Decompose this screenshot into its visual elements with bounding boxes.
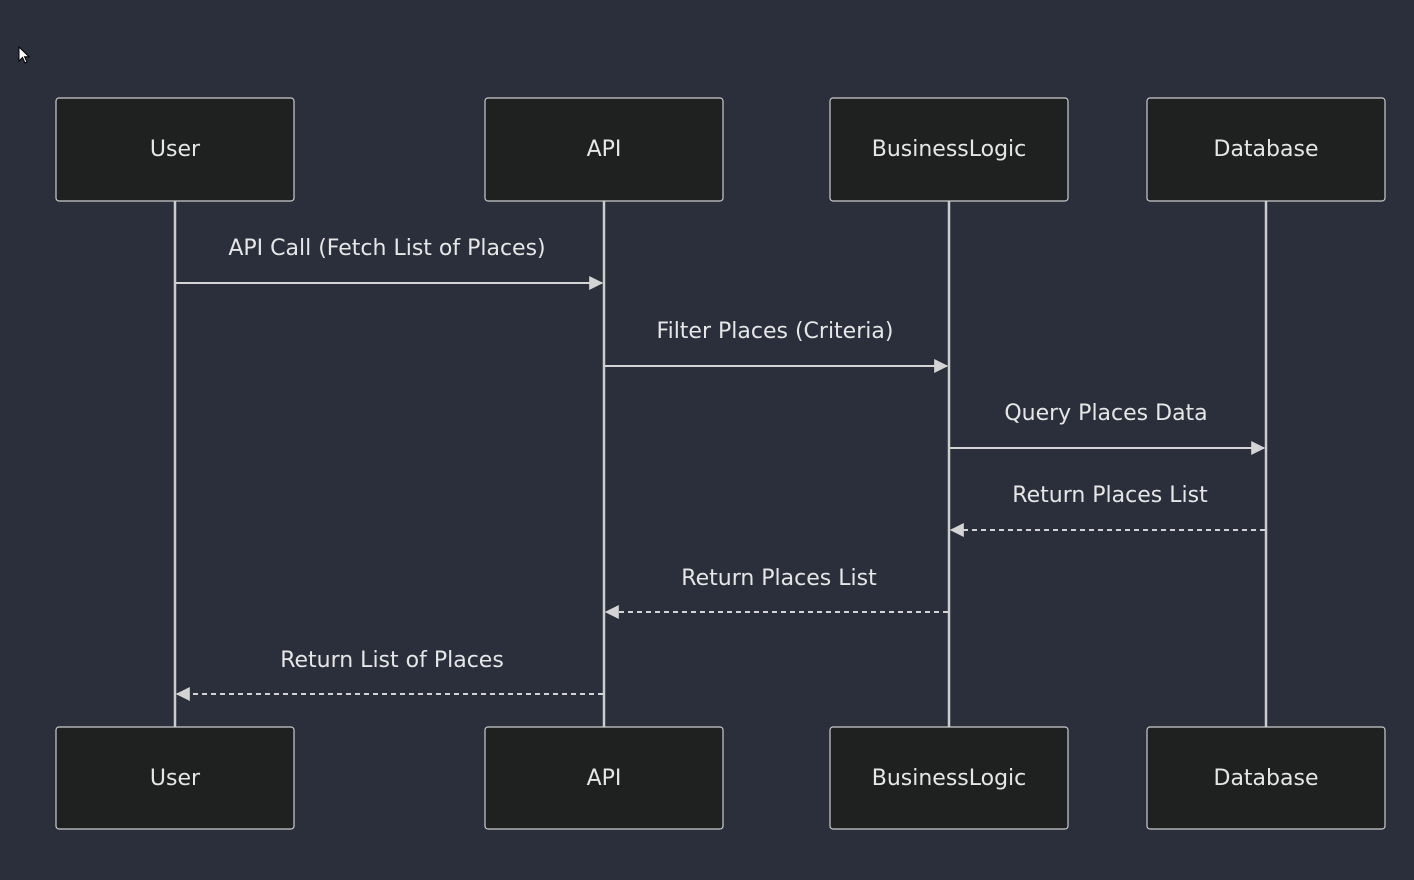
actor-bottom-businesslogic: BusinessLogic — [829, 726, 1069, 830]
actor-top-businesslogic: BusinessLogic — [829, 97, 1069, 202]
actor-top-user: User — [55, 97, 295, 202]
actor-label: Database — [1214, 137, 1319, 162]
message-label: Return Places List — [1012, 483, 1208, 508]
actor-bottom-database: Database — [1146, 726, 1386, 830]
actor-label: Database — [1214, 766, 1319, 791]
actor-top-database: Database — [1146, 97, 1386, 202]
message-api-call: API Call (Fetch List of Places) — [176, 236, 604, 290]
message-return-places-business: Return Places List — [604, 566, 948, 619]
message-label: Return List of Places — [280, 648, 504, 673]
message-return-list: Return List of Places — [175, 648, 603, 701]
actor-label: BusinessLogic — [872, 137, 1027, 162]
actor-label: User — [150, 137, 201, 162]
message-label: Filter Places (Criteria) — [657, 319, 894, 344]
actor-label: API — [587, 137, 622, 162]
actor-label: User — [150, 766, 201, 791]
actor-top-api: API — [484, 97, 724, 202]
actor-bottom-user: User — [55, 726, 295, 830]
actor-bottom-api: API — [484, 726, 724, 830]
message-filter-places: Filter Places (Criteria) — [605, 319, 949, 373]
mouse-pointer-icon — [18, 45, 32, 70]
message-label: Query Places Data — [1004, 401, 1207, 426]
message-query-places: Query Places Data — [950, 401, 1266, 455]
actor-label: BusinessLogic — [872, 766, 1027, 791]
message-label: API Call (Fetch List of Places) — [228, 236, 545, 261]
actor-label: API — [587, 766, 622, 791]
message-return-places-db: Return Places List — [949, 483, 1265, 537]
message-label: Return Places List — [681, 566, 877, 591]
